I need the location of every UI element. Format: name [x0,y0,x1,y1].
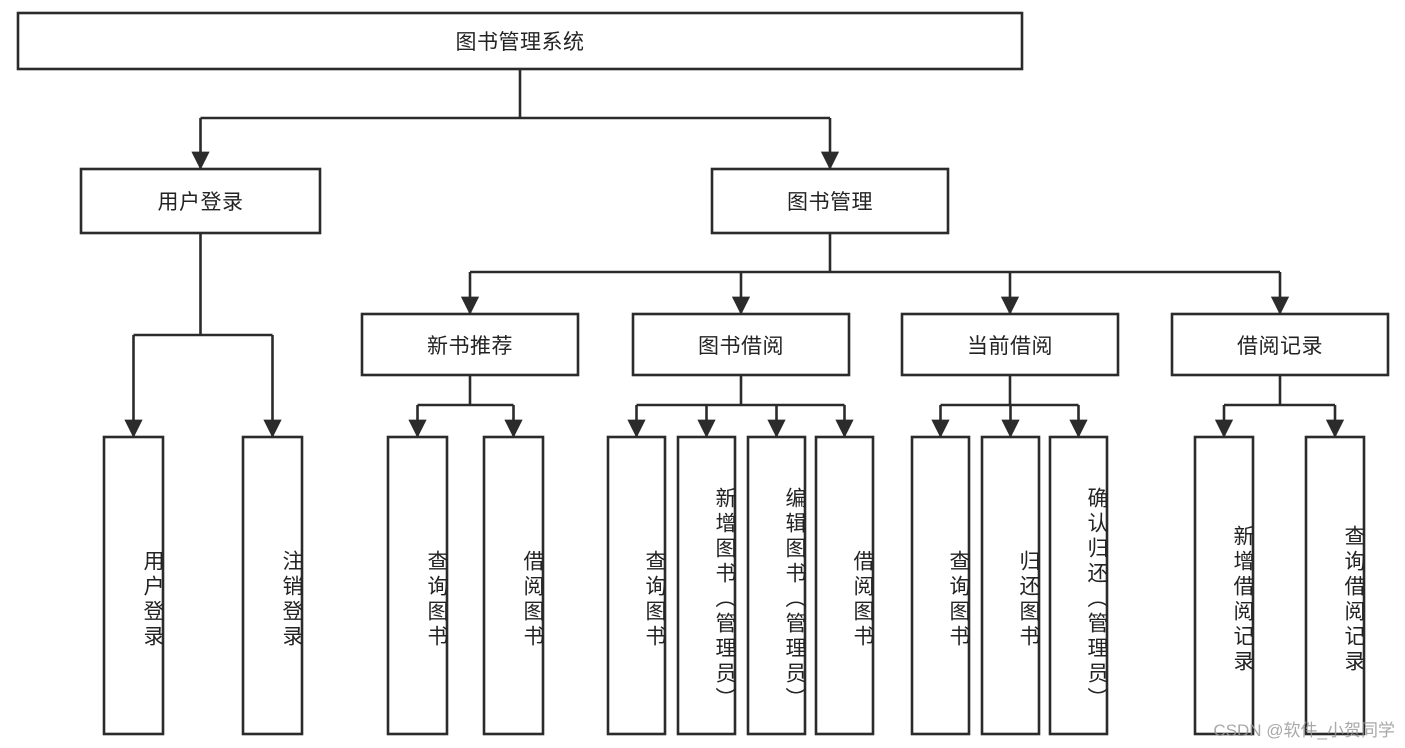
connectors-layer [124,69,1345,438]
level3-node-2[interactable] [900,312,1120,377]
leaf-node-12[interactable] [1304,435,1366,736]
level2-node-0[interactable] [79,167,322,235]
root-node-book-management-system[interactable] [16,11,1024,71]
level3-node-0[interactable] [360,312,580,377]
leaf-node-4[interactable] [606,435,667,736]
leaf-node-3[interactable] [482,435,545,736]
node-boxes-layer [16,11,1390,736]
leaf-node-8[interactable] [910,435,971,736]
leaf-node-2[interactable] [386,435,449,736]
leaf-node-0[interactable] [102,435,165,736]
leaf-node-9[interactable] [980,435,1041,736]
level3-node-1[interactable] [631,312,851,377]
leaf-node-5[interactable] [676,435,737,736]
csdn-watermark: CSDN @软件_小贺同学 [1213,721,1395,740]
level2-node-1[interactable] [710,167,950,235]
leaf-node-1[interactable] [241,435,304,736]
level3-node-3[interactable] [1170,312,1390,377]
leaf-node-6[interactable] [746,435,807,736]
leaf-node-10[interactable] [1048,435,1109,736]
leaf-node-11[interactable] [1193,435,1255,736]
leaf-node-7[interactable] [814,435,875,736]
